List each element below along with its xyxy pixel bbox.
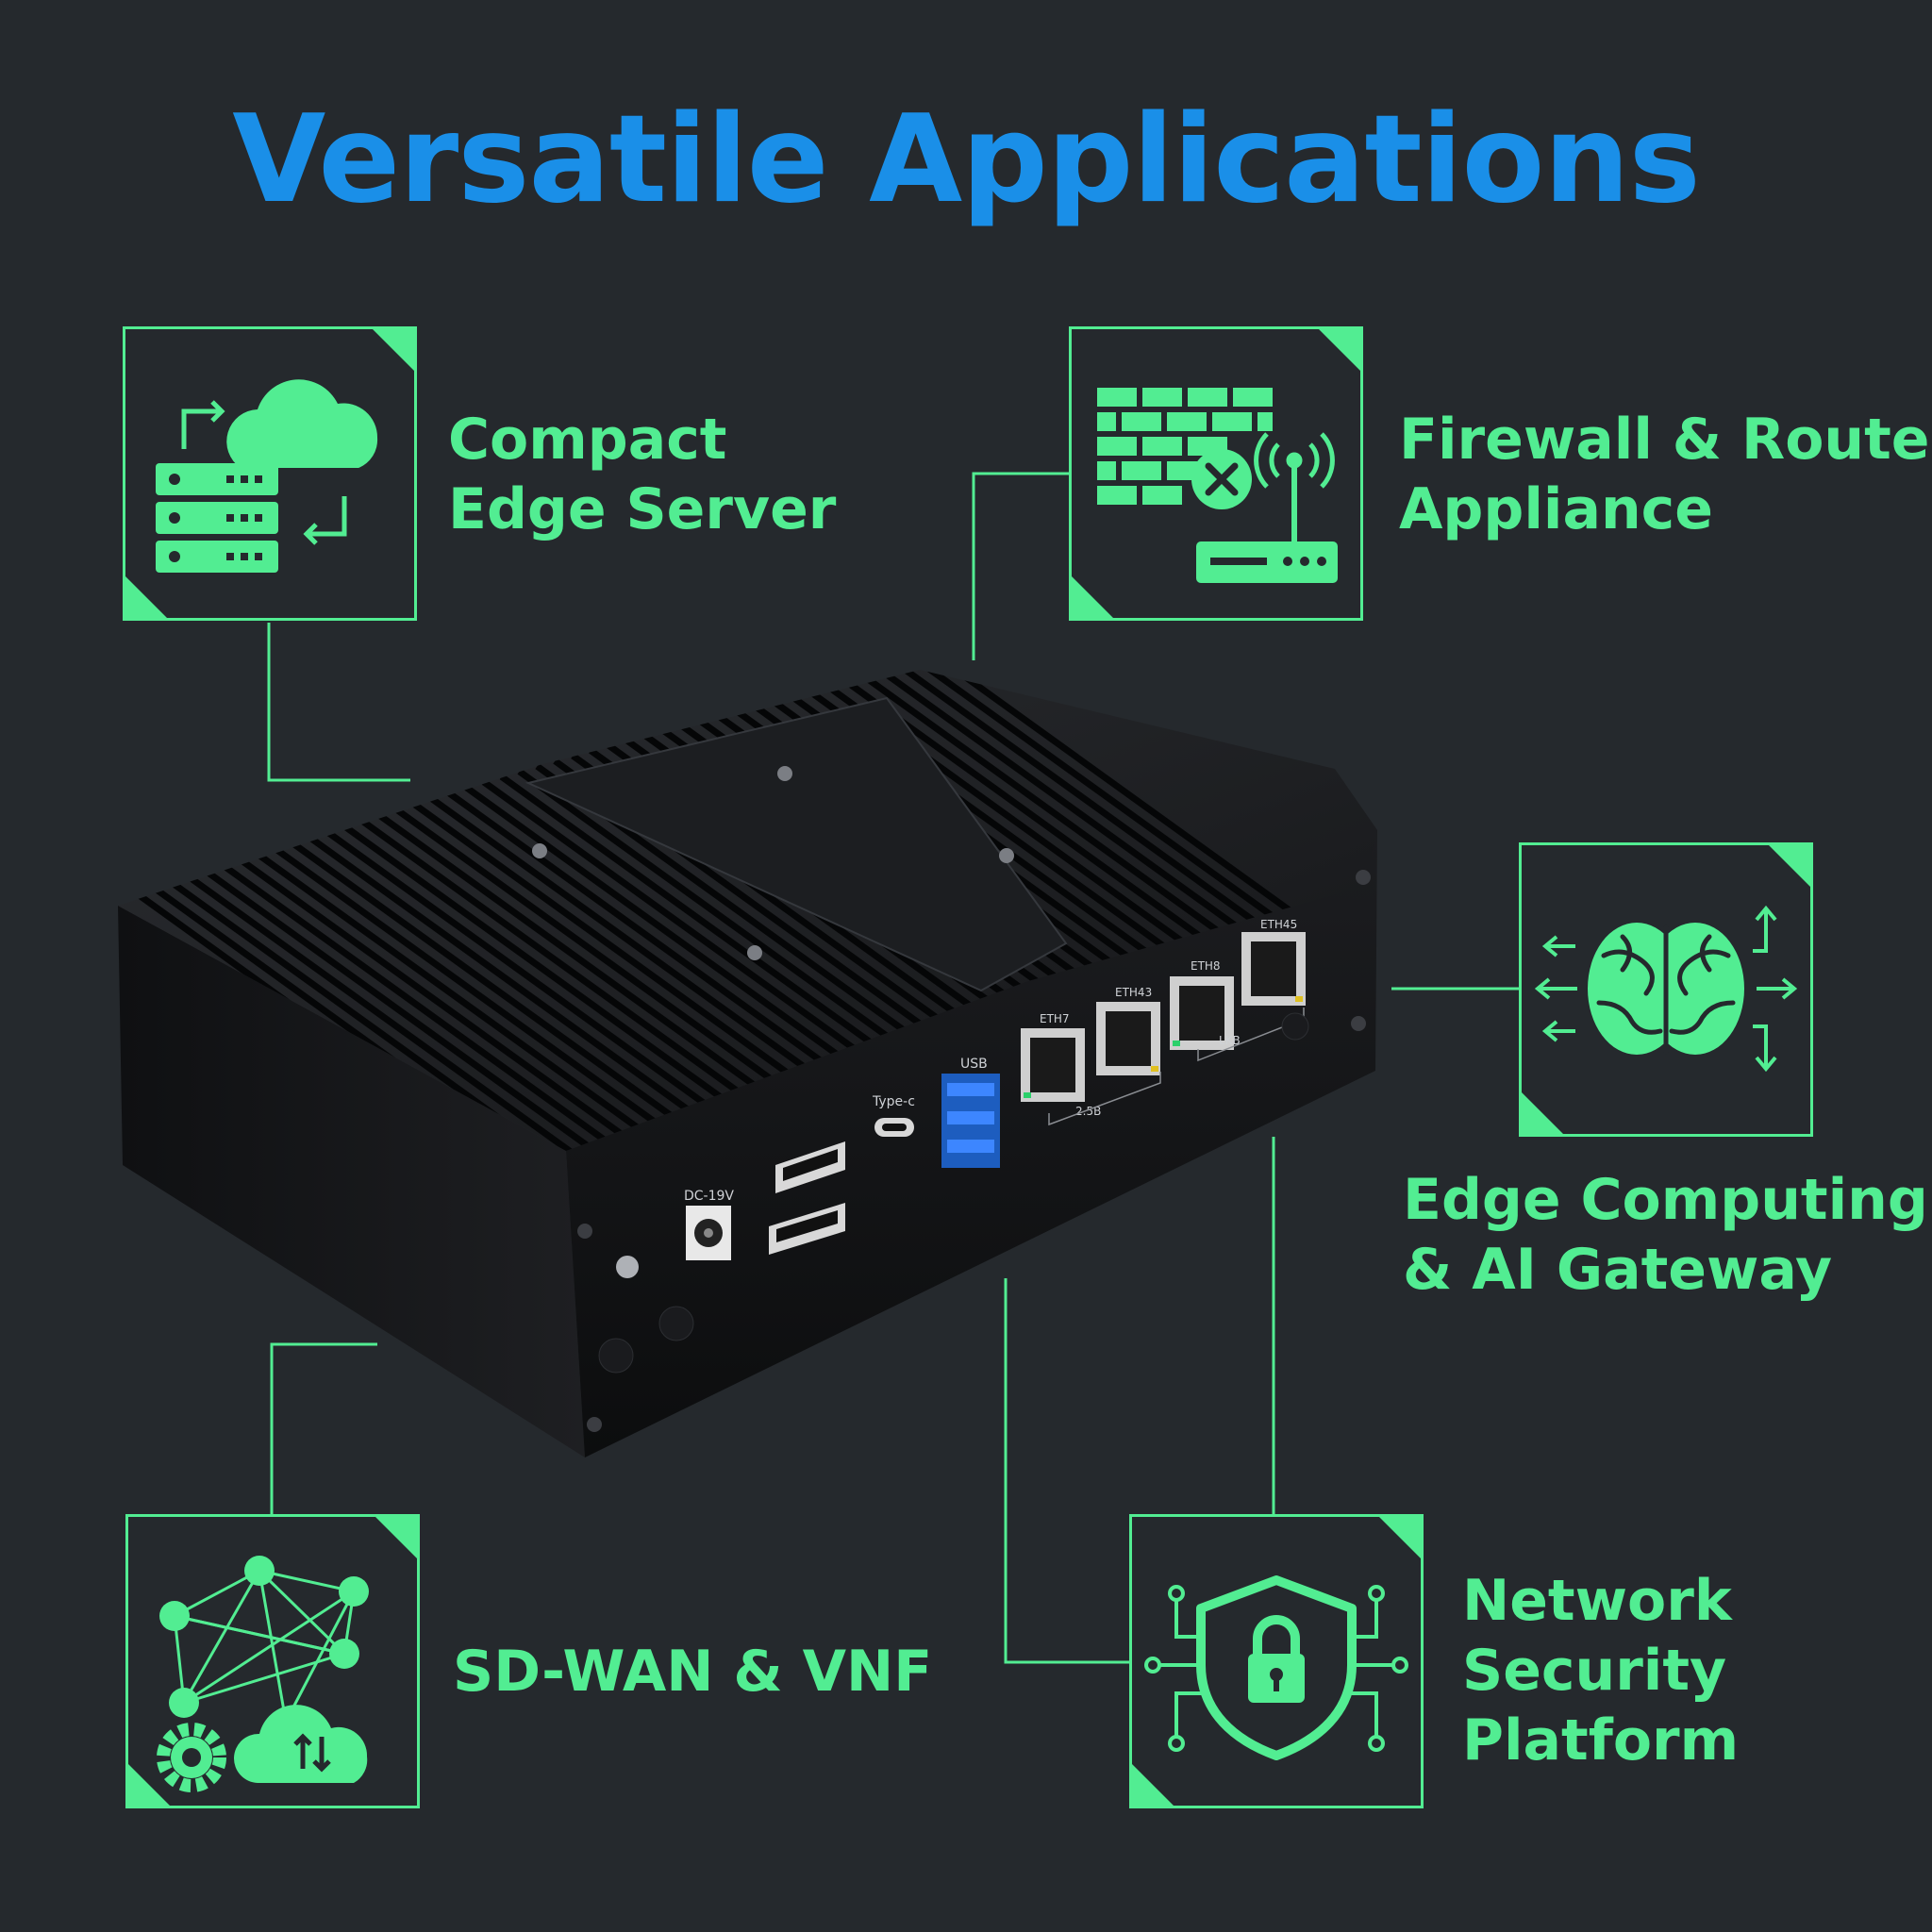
ethernet-port-2 — [1096, 1002, 1160, 1075]
heatsink-fin — [160, 874, 637, 1151]
screw-top-2 — [532, 843, 547, 858]
screw-front-3 — [1351, 1016, 1366, 1031]
connector-firewall — [972, 472, 1069, 660]
screw-front-1 — [577, 1224, 592, 1239]
eth-group-label-b: LKB — [1219, 1034, 1241, 1047]
edge-server-icon-box — [123, 326, 417, 621]
lock-icon — [1248, 1615, 1305, 1703]
power-port-label: DC-19V — [684, 1189, 734, 1204]
connector-edge-server — [267, 623, 410, 782]
sdwan-icon-box — [125, 1514, 420, 1808]
eth-label-4: ETH45 — [1260, 918, 1297, 931]
server-cloud-sync-icon — [123, 326, 417, 621]
typec-port-label: Type-c — [872, 1094, 915, 1109]
usb-ports — [941, 1074, 1000, 1168]
ethernet-port-1 — [1021, 1028, 1085, 1102]
eth-label-1: ETH7 — [1040, 1012, 1070, 1025]
eth-label-3: ETH8 — [1191, 959, 1221, 973]
usb-port-label: USB — [960, 1057, 988, 1072]
firewall-router-icon-box — [1069, 326, 1363, 621]
device-top-plate — [525, 696, 1068, 992]
ethernet-port-3 — [1170, 976, 1234, 1050]
shield-lock-circuit-icon — [1129, 1514, 1424, 1808]
antenna-knob-3 — [1281, 1012, 1309, 1041]
screw-top-1 — [777, 766, 792, 781]
gear-icon — [157, 1723, 226, 1792]
heatsink-fin — [178, 868, 655, 1151]
feature-label-sdwan: SD-WAN & VNF — [453, 1639, 933, 1705]
hdmi-port-1 — [775, 1141, 845, 1193]
screw-front-2 — [1356, 870, 1371, 885]
screw-top-4 — [747, 945, 762, 960]
ground-screw — [616, 1256, 639, 1278]
feature-label-security: Network Security Platform — [1462, 1568, 1740, 1774]
feature-label-firewall-router: Firewall & Router Appliance — [1399, 407, 1932, 542]
typec-port — [874, 1118, 914, 1137]
feature-label-edge-server: Compact Edge Server — [448, 407, 837, 542]
hdmi-port-2 — [769, 1203, 845, 1255]
page-title: Versatile Applications — [232, 90, 1701, 230]
edge-ai-icon-box — [1519, 842, 1813, 1137]
connector-sdwan — [270, 1342, 377, 1514]
antenna-knob-1 — [598, 1338, 634, 1374]
feature-label-edge-ai: Edge Computing & AI Gateway — [1403, 1167, 1928, 1303]
connector-security-left — [1004, 1278, 1129, 1664]
screw-front-4 — [587, 1417, 602, 1432]
power-port — [686, 1206, 731, 1260]
firewall-router-icon — [1069, 326, 1363, 621]
antenna-knob-2 — [658, 1306, 694, 1341]
network-mesh-cloud-icon — [125, 1514, 420, 1808]
eth-label-2: ETH43 — [1115, 986, 1152, 999]
screw-top-3 — [999, 848, 1014, 863]
device-left-side — [118, 906, 585, 1457]
ethernet-port-4 — [1241, 932, 1306, 1006]
brain-network-icon — [1519, 842, 1813, 1137]
security-icon-box — [1129, 1514, 1424, 1808]
